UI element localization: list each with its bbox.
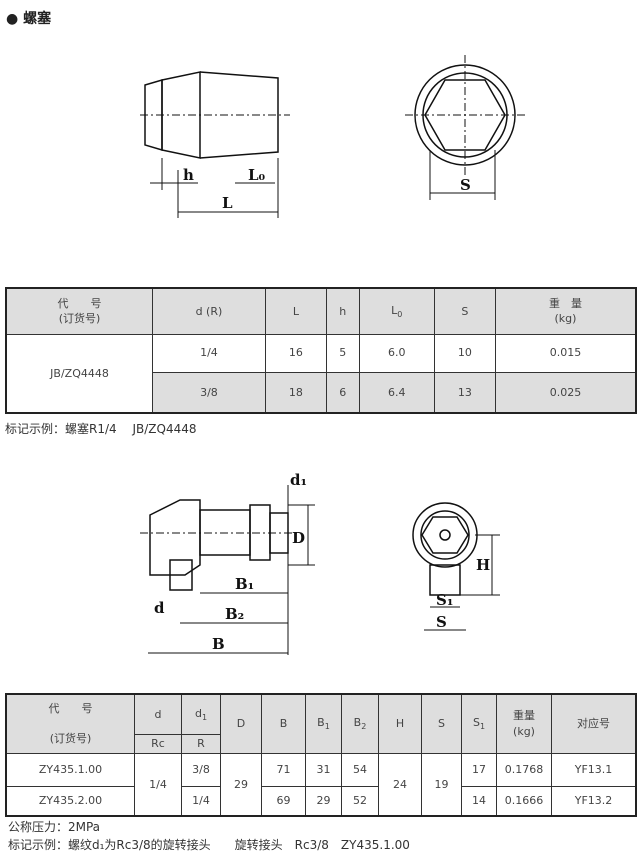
label-H: H: [476, 556, 490, 574]
cell: 6: [325, 371, 360, 414]
header-l: L: [264, 287, 327, 335]
header-S: S: [421, 693, 462, 754]
cell: 71: [261, 752, 306, 787]
label-S1: S₁: [436, 591, 453, 609]
label-d1: d₁: [290, 471, 307, 489]
header-weight: 重量(kg): [496, 693, 552, 754]
cell: 31: [305, 752, 342, 787]
cell: 10: [433, 333, 496, 373]
label-l: L: [222, 194, 233, 212]
header-H: H: [378, 693, 422, 754]
header-d1: d1: [181, 693, 221, 735]
label-D: D: [292, 529, 305, 547]
note-nominal-pressure: 公称压力：2MPa: [8, 820, 101, 834]
label-d: d: [154, 599, 165, 617]
cell: 5: [325, 333, 360, 373]
section-title: ● 螺塞: [6, 11, 52, 27]
rotary-joint-spec-table: 代 号(订货号) d d1 D B B1 B2 H S S1 重量(kg) 对应…: [5, 693, 637, 817]
cell: 13: [433, 371, 496, 414]
header-code: 代 号(订货号): [5, 287, 153, 335]
label-h: h: [183, 166, 194, 184]
cell: 1/4: [181, 785, 221, 817]
cell: YF13.1: [551, 752, 637, 787]
label-B1: B₁: [235, 575, 254, 593]
table-row: ZY435.2.00 1/4 69 29 52 14 0.1666 YF13.2: [5, 785, 637, 817]
cell-code: JB/ZQ4448: [5, 333, 153, 414]
label-s: S: [460, 176, 471, 194]
header-S1: S1: [461, 693, 497, 754]
header-B: B: [261, 693, 306, 754]
rotary-joint-drawing: d₁ D B₁ B₂ B d H S₁ S: [140, 471, 500, 655]
label-l0: L₀: [248, 166, 266, 184]
cell: ZY435.2.00: [5, 785, 135, 817]
cell: 6.0: [358, 333, 435, 373]
table-row: ZY435.1.00 1/4 3/8 29 71 31 54 24 19 17 …: [5, 752, 637, 817]
label-B2: B₂: [225, 605, 244, 623]
header-l0: L0: [358, 287, 435, 335]
header-D: D: [220, 693, 262, 754]
header-d-rc: Rc: [134, 733, 182, 754]
cell: 16: [264, 333, 327, 373]
cell: YF13.2: [551, 785, 637, 817]
cell: 0.1666: [496, 785, 552, 817]
cell: 3/8: [181, 752, 221, 787]
cell: 69: [261, 785, 306, 817]
cell: 1/4: [152, 333, 266, 373]
header-weight: 重 量(kg): [494, 287, 637, 335]
header-h: h: [325, 287, 360, 335]
cell: 17: [461, 752, 497, 787]
label-B: B: [212, 635, 225, 653]
cell: 0.1768: [496, 752, 552, 787]
cell: 54: [341, 752, 379, 787]
header-B2: B2: [341, 693, 379, 754]
cell: 18: [264, 371, 327, 414]
header-d: d (R): [152, 287, 266, 335]
header-d1-r: R: [181, 733, 221, 754]
header-corresponding: 对应号: [551, 693, 637, 754]
plug-spec-table: 代 号(订货号) d (R) L h L0 S 重 量(kg) JB/ZQ444…: [5, 287, 637, 414]
cell: 3/8: [152, 371, 266, 414]
cell: 1/4: [134, 752, 182, 817]
header-d: d: [134, 693, 182, 735]
cell: 24: [378, 752, 422, 817]
header-code: 代 号(订货号): [5, 693, 135, 754]
header-B1: B1: [305, 693, 342, 754]
cell: 6.4: [358, 371, 435, 414]
header-s: S: [433, 287, 496, 335]
cell: 0.015: [494, 333, 637, 373]
note-marking-example-2: 标记示例：螺纹d₁为Rc3/8的旋转接头 旋转接头 Rc3/8 ZY435.1.…: [8, 838, 410, 852]
cell: ZY435.1.00: [5, 752, 135, 787]
label-S: S: [436, 613, 447, 631]
plug-drawing: h L₀ L S: [140, 55, 525, 218]
cell: 29: [220, 752, 262, 817]
cell: 52: [341, 785, 379, 817]
note-marking-example-1: 标记示例：螺塞R1/4 JB/ZQ4448: [5, 422, 197, 436]
cell: 0.025: [494, 371, 637, 414]
cell: 29: [305, 785, 342, 817]
cell: 14: [461, 785, 497, 817]
cell: 19: [421, 752, 462, 817]
table-row: JB/ZQ4448 1/4 16 5 6.0 10 0.015: [5, 333, 637, 414]
